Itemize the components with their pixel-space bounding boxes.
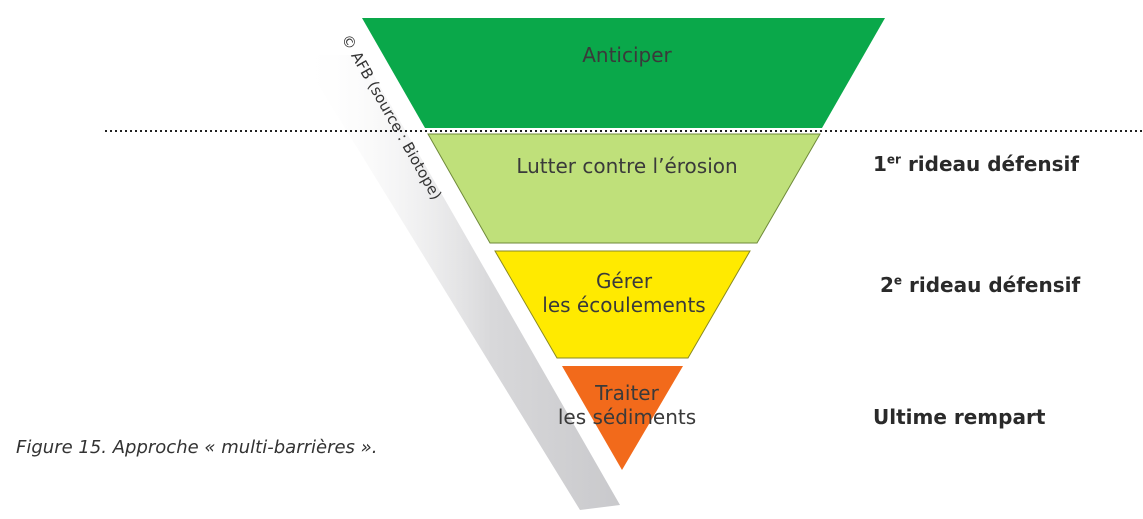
label-gerer: Gérer xyxy=(596,269,653,293)
label-traiter: Traiter xyxy=(594,381,659,405)
side-label-second: 2e rideau défensif xyxy=(880,273,1081,297)
side-label-first: 1er rideau défensif xyxy=(873,152,1080,176)
side-label-third: Ultime rempart xyxy=(873,405,1046,429)
figure-caption: Figure 15. Approche « multi-barrières ». xyxy=(16,437,378,458)
label-sediments: les sédiments xyxy=(558,405,696,429)
level-sediments xyxy=(562,366,683,470)
label-erosion: Lutter contre l’érosion xyxy=(516,154,737,178)
drop-shadow xyxy=(300,55,620,510)
label-anticiper: Anticiper xyxy=(582,43,672,67)
label-ecoulements: les écoulements xyxy=(542,293,705,317)
level-erosion xyxy=(427,133,821,244)
level-ecoulements xyxy=(494,250,751,359)
level-anticiper xyxy=(362,18,885,128)
